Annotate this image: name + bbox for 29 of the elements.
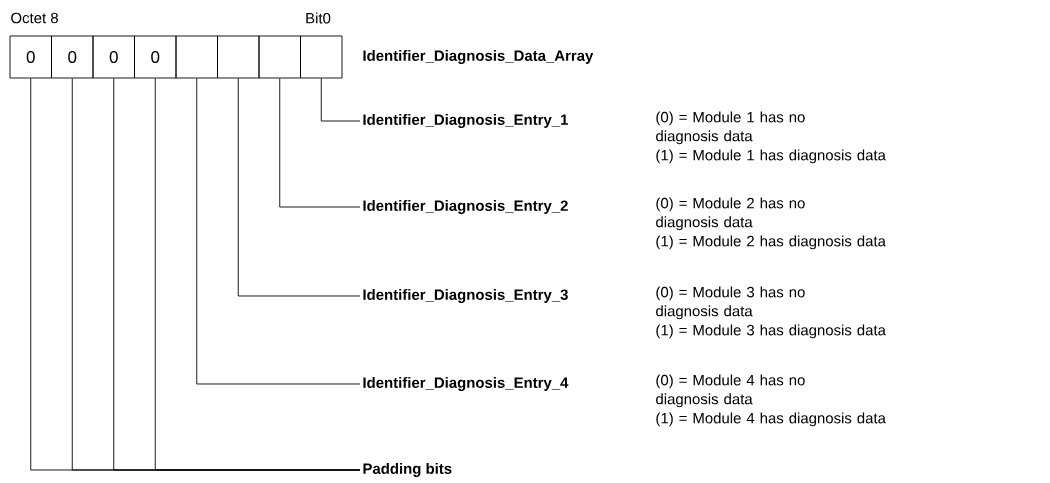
connector-line: [196, 78, 361, 385]
value-description: (0) = Module 2 has no diagnosis data: [656, 197, 805, 231]
value-description: (1) = Module 4 has diagnosis data: [656, 412, 886, 427]
value-description: (0) = Module 3 has no diagnosis data: [656, 286, 805, 320]
value-description: (0) = Module 4 has no diagnosis data: [656, 374, 805, 408]
field-label: Identifier_Diagnosis_Entry_2: [363, 200, 568, 214]
connector-line: [320, 78, 361, 122]
bit-cell: 0: [92, 35, 135, 79]
connector-line: [237, 78, 361, 297]
field-label: Identifier_Diagnosis_Entry_3: [363, 289, 568, 303]
caption-text: Bit0: [306, 12, 331, 24]
field-label: Identifier_Diagnosis_Entry_4: [363, 377, 569, 391]
field-label: Padding bits: [363, 463, 452, 477]
connector-line: [154, 78, 361, 471]
bit-cell: 0: [9, 35, 52, 79]
bit-cell: 0: [134, 35, 177, 79]
caption-text: Octet 8: [11, 12, 58, 24]
connector-line: [279, 78, 361, 208]
bit-cell: 0: [51, 35, 94, 79]
value-description: (1) = Module 2 has diagnosis data: [656, 235, 886, 250]
value-description: (1) = Module 3 has diagnosis data: [656, 324, 886, 339]
bit-cell: [217, 35, 260, 79]
bit-cell: [258, 35, 301, 79]
bit-cell: [175, 35, 218, 79]
bit-cell: [300, 35, 343, 79]
caption-text: Identifier_Diagnosis_Data_Array: [363, 50, 594, 64]
field-label: Identifier_Diagnosis_Entry_1: [363, 114, 568, 128]
value-description: (0) = Module 1 has no diagnosis data: [656, 111, 805, 145]
value-description: (1) = Module 1 has diagnosis data: [656, 149, 886, 164]
